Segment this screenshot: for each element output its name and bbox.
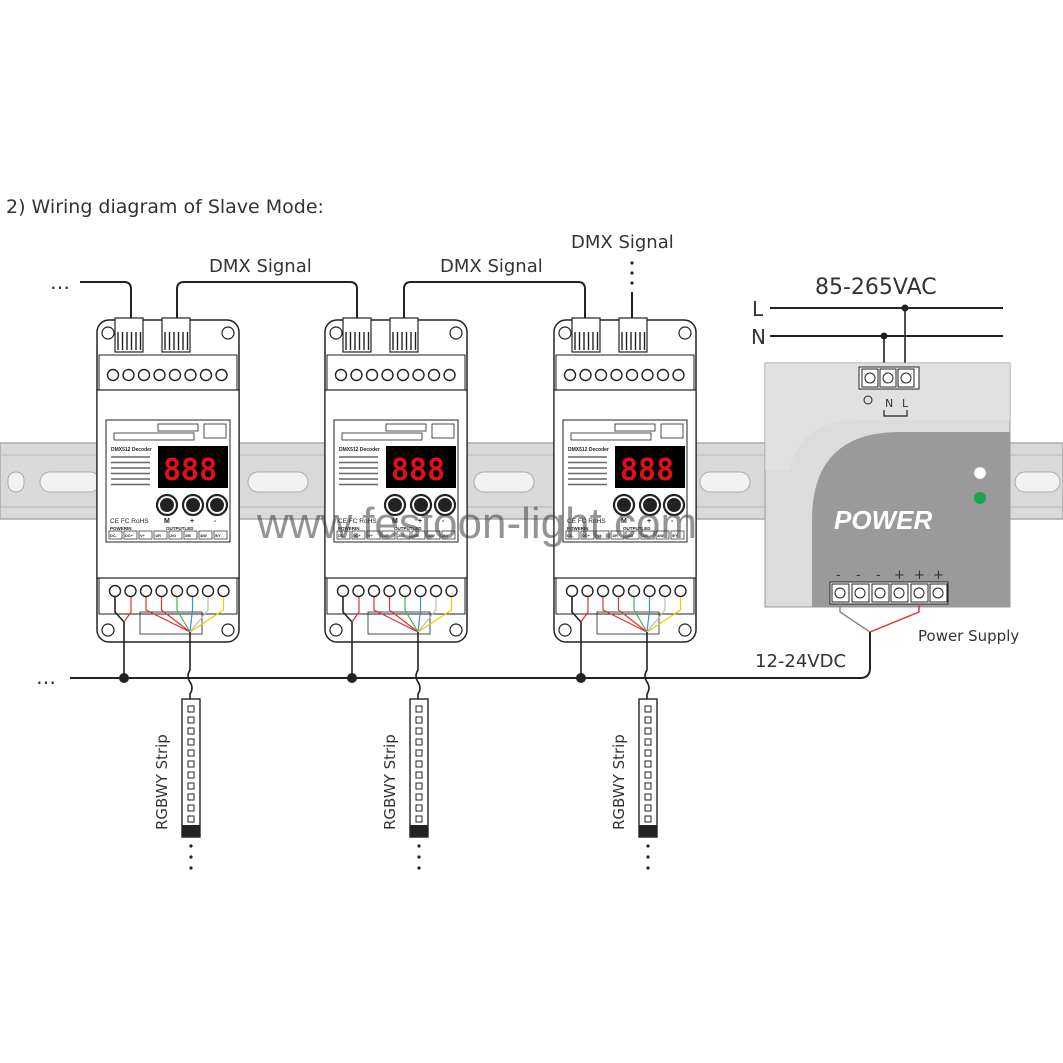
terminal-label: 4/W xyxy=(200,534,207,538)
button-label: - xyxy=(442,518,445,525)
terminal-label: V+ xyxy=(368,534,374,538)
dmx-signal-label-2: DMX Signal xyxy=(440,256,543,277)
strip-label: RGBWY Strip xyxy=(610,734,628,830)
strip-label: RGBWY Strip xyxy=(381,734,399,830)
outputled-label: OUTPUTLED xyxy=(166,526,194,531)
dmx-wiring xyxy=(80,281,633,320)
button-label: + xyxy=(190,518,194,525)
terminal-label: 5/Y xyxy=(672,534,678,538)
strip-label: RGBWY Strip xyxy=(153,734,171,830)
decoder-title: DMX512 Decoder xyxy=(339,447,380,453)
terminal-label: 2/G xyxy=(627,534,633,538)
terminal-label: 3/B xyxy=(642,534,648,538)
terminal-label: 3/B xyxy=(185,534,191,538)
terminal-label: DC+ xyxy=(582,534,590,538)
psu-sign: + xyxy=(933,568,944,583)
terminal-label: 1/R xyxy=(383,534,389,538)
power-supply xyxy=(764,362,1011,608)
terminal-label: DC- xyxy=(567,534,574,538)
button-label: M xyxy=(164,518,170,525)
rgbwy-strip xyxy=(638,698,658,838)
line-l-label: L xyxy=(752,297,764,321)
psu-terminal-l: L xyxy=(902,397,909,410)
watermark: www.festoon-light.com xyxy=(256,499,697,548)
certification-marks: CE FC RoHS xyxy=(338,518,377,525)
psu-sign: + xyxy=(914,568,925,583)
dmx-signal-label-3: DMX Signal xyxy=(571,232,674,253)
terminal-label: DC+ xyxy=(353,534,361,538)
rgbwy-strip xyxy=(409,698,429,838)
dc-ellipsis-left: … xyxy=(36,665,56,689)
ac-voltage-label: 85-265VAC xyxy=(815,275,937,300)
terminal-label: 1/R xyxy=(612,534,618,538)
button-label: - xyxy=(671,518,674,525)
button-label: M xyxy=(392,518,398,525)
psu-sign: - xyxy=(876,568,881,583)
terminal-label: V+ xyxy=(597,534,603,538)
minus-button[interactable] xyxy=(433,493,457,517)
psu-output-wires xyxy=(70,604,920,679)
outputled-label: OUTPUTLED xyxy=(394,526,422,531)
minus-button[interactable] xyxy=(205,493,229,517)
dmx-ellipsis-left: … xyxy=(50,270,70,294)
line-n-label: N xyxy=(751,325,766,349)
button-label: - xyxy=(214,518,217,525)
terminal-label: 5/Y xyxy=(443,534,449,538)
terminal-label: 2/G xyxy=(170,534,176,538)
terminal-label: 4/W xyxy=(428,534,435,538)
terminal-label: 2/G xyxy=(398,534,404,538)
ac-input xyxy=(770,304,1003,368)
minus-button[interactable] xyxy=(662,493,686,517)
button-label: M xyxy=(621,518,627,525)
decoder-display: 888 xyxy=(391,453,445,488)
powerin-label: POWERIN xyxy=(338,526,360,531)
decoder-display: 888 xyxy=(620,453,674,488)
dmx-continuation-dots xyxy=(630,261,634,285)
terminal-label: V+ xyxy=(140,534,146,538)
dc-voltage-label: 12-24VDC xyxy=(755,651,846,672)
rgbwy-strip xyxy=(181,698,201,838)
outputled-label: OUTPUTLED xyxy=(623,526,651,531)
terminal-label: 3/B xyxy=(413,534,419,538)
terminal-label: DC+ xyxy=(125,534,133,538)
decoder-title: DMX512 Decoder xyxy=(111,447,152,453)
psu-polarity-signs: - - - + + + xyxy=(836,568,944,583)
decoder-display: 888 xyxy=(163,453,217,488)
mode-button[interactable] xyxy=(612,493,636,517)
plus-button[interactable] xyxy=(409,493,433,517)
button-label: + xyxy=(647,518,651,525)
psu-terminal-n: N xyxy=(885,397,893,410)
plus-button[interactable] xyxy=(181,493,205,517)
psu-sign: + xyxy=(894,568,905,583)
psu-sign: - xyxy=(856,568,861,583)
plus-button[interactable] xyxy=(638,493,662,517)
dmx-signal-label-1: DMX Signal xyxy=(209,256,312,277)
mode-button[interactable] xyxy=(155,493,179,517)
mode-button[interactable] xyxy=(383,493,407,517)
certification-marks: CE FC RoHS xyxy=(110,518,149,525)
page-heading: 2) Wiring diagram of Slave Mode: xyxy=(6,196,324,218)
powerin-label: POWERIN xyxy=(110,526,132,531)
terminal-label: DC- xyxy=(110,534,117,538)
psu-power-label: POWER xyxy=(834,505,932,535)
terminal-label: DC- xyxy=(338,534,345,538)
terminal-label: 4/W xyxy=(657,534,664,538)
psu-sign: - xyxy=(836,568,841,583)
button-label: + xyxy=(418,518,422,525)
terminal-label: 1/R xyxy=(155,534,161,538)
power-supply-label: Power Supply xyxy=(918,627,1019,645)
terminal-label: 5/Y xyxy=(215,534,221,538)
certification-marks: CE FC RoHS xyxy=(567,518,606,525)
decoder-title: DMX512 Decoder xyxy=(568,447,609,453)
powerin-label: POWERIN xyxy=(567,526,589,531)
